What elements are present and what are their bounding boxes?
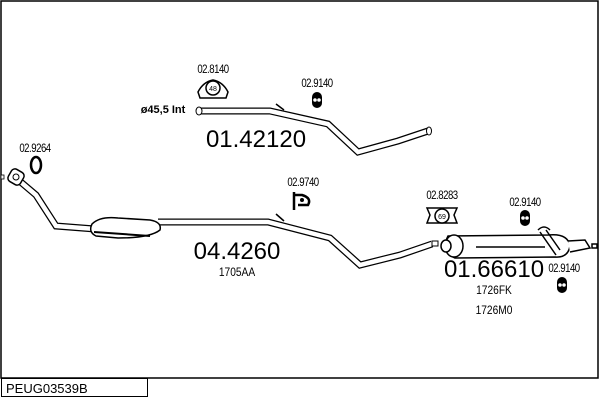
accessory-number: 02.9140 bbox=[548, 261, 580, 275]
accessory-number: 02.9264 bbox=[19, 141, 51, 155]
accessory-number: 02.9140 bbox=[509, 195, 541, 209]
accessory-number: 02.9740 bbox=[287, 175, 319, 189]
bracket-icon bbox=[292, 192, 311, 210]
middle-pipe bbox=[195, 103, 432, 156]
accessory-number: 02.8140 bbox=[197, 62, 229, 76]
accessory-number: 02.9140 bbox=[301, 76, 333, 90]
rubber-mount-icon bbox=[312, 92, 322, 108]
inlet-diameter-label: ø45,5 Int bbox=[140, 104, 186, 116]
diagram-frame bbox=[0, 0, 599, 379]
svg-text:69: 69 bbox=[438, 214, 446, 221]
diagram-code-label: PEUG03539B bbox=[1, 378, 148, 397]
part-number-front-pipe: 04.4260 bbox=[193, 238, 281, 265]
oe-ref-rear-muffler: 1726M0 bbox=[475, 303, 513, 317]
clamp-icon-69: 69 bbox=[425, 207, 459, 224]
oe-ref-front-pipe: 1705AA bbox=[218, 265, 256, 279]
rear-muffler bbox=[440, 226, 598, 259]
part-number-middle-pipe: 01.42120 bbox=[205, 126, 307, 153]
accessory-number: 02.8283 bbox=[426, 188, 458, 202]
rubber-mount-icon bbox=[520, 210, 530, 226]
rubber-mount-icon bbox=[557, 277, 567, 293]
front-pipe bbox=[0, 168, 439, 269]
clamp-icon-48: 48 bbox=[197, 79, 229, 99]
gasket-ring-icon bbox=[29, 155, 43, 175]
svg-text:48: 48 bbox=[209, 86, 217, 93]
part-number-rear-muffler: 01.66610 bbox=[443, 256, 545, 283]
oe-ref-rear-muffler: 1726FK bbox=[476, 283, 512, 297]
